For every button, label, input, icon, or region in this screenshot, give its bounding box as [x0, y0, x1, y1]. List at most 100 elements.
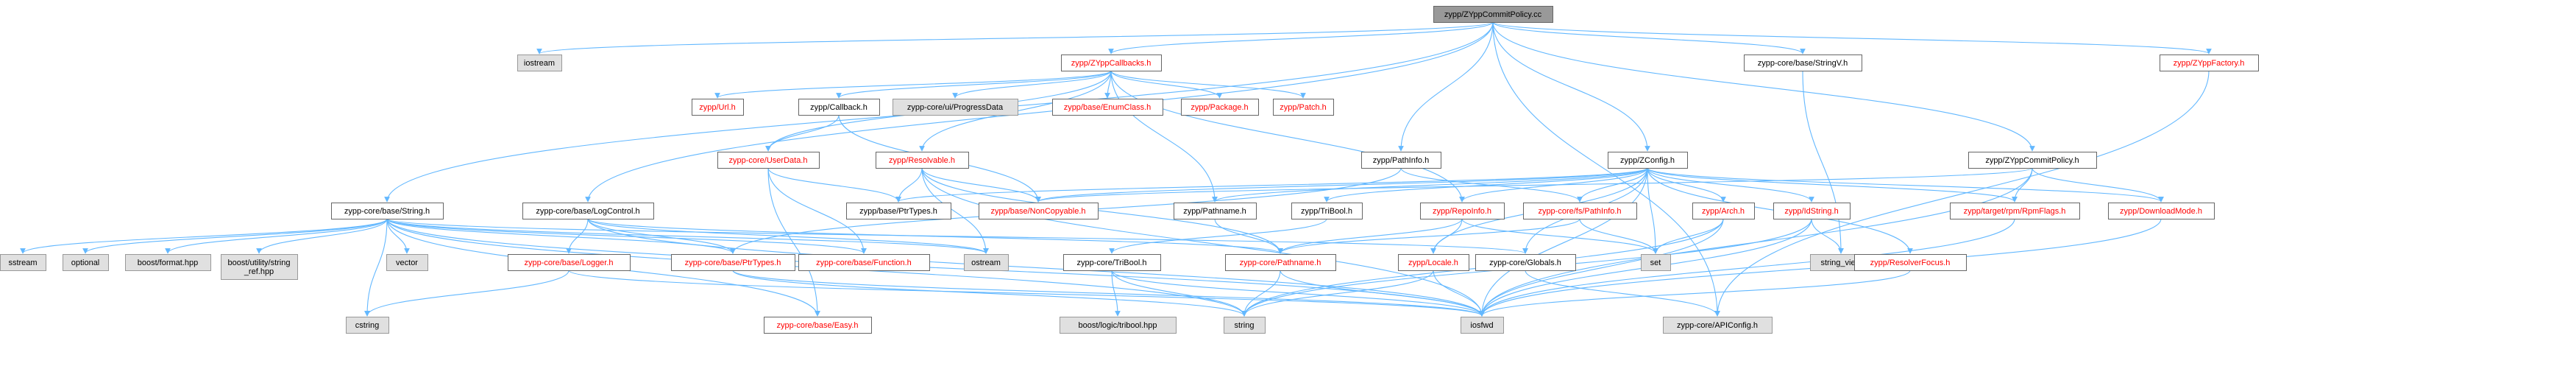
node-label: zypp/IdString.h — [1784, 207, 1838, 216]
node-function[interactable]: zypp-core/base/Function.h — [798, 254, 930, 271]
node-boosttribool: boost/logic/tribool.hpp — [1060, 317, 1177, 334]
node-label: boost/utility/string — [228, 259, 291, 267]
node-label: zypp-core/UserData.h — [729, 156, 808, 165]
node-box — [1641, 254, 1671, 271]
node-box — [1608, 152, 1688, 169]
node-idstring[interactable]: zypp/IdString.h — [1773, 203, 1851, 219]
node-label: zypp/ZConfig.h — [1620, 156, 1675, 165]
edge-stringh-to-sstream — [20, 218, 388, 254]
node-box — [1225, 254, 1336, 271]
node-box — [1361, 152, 1441, 169]
node-logger[interactable]: zypp-core/base/Logger.h — [508, 254, 631, 271]
node-logcontrol[interactable]: zypp-core/base/LogControl.h — [522, 203, 654, 219]
node-box — [764, 317, 872, 334]
node-globals[interactable]: zypp-core/Globals.h — [1475, 254, 1576, 271]
edge-root-to-factory — [1492, 21, 2212, 55]
edge-arch-to-iosfwd — [1479, 218, 1724, 317]
node-box — [1523, 203, 1637, 219]
edge-callbacks-to-pathname_b — [1110, 70, 1218, 203]
node-root[interactable]: zypp/ZYppCommitPolicy.cc — [1433, 6, 1553, 23]
node-url[interactable]: zypp/Url.h — [692, 99, 744, 116]
node-enumclass[interactable]: zypp/base/EnumClass.h — [1052, 99, 1163, 116]
node-tribool_b[interactable]: zypp/TriBool.h — [1291, 203, 1363, 219]
node-box — [63, 254, 109, 271]
node-cstring: cstring — [346, 317, 389, 334]
node-fspathinfo[interactable]: zypp-core/fs/PathInfo.h — [1523, 203, 1637, 219]
node-ptrtypes_c[interactable]: zypp-core/base/PtrTypes.h — [671, 254, 795, 271]
node-repoinfo[interactable]: zypp/RepoInfo.h — [1420, 203, 1505, 219]
node-iosfwd: iosfwd — [1461, 317, 1504, 334]
node-box — [125, 254, 211, 271]
node-box — [2108, 203, 2215, 219]
node-label: cstring — [355, 321, 379, 330]
node-label: set — [1650, 259, 1661, 267]
node-stringh[interactable]: zypp-core/base/String.h — [331, 203, 444, 219]
node-resolvable[interactable]: zypp/Resolvable.h — [876, 152, 969, 169]
node-label: iostream — [524, 59, 555, 68]
edge-zconfig-to-fspathinfo — [1577, 167, 1648, 203]
node-vector: vector — [386, 254, 428, 271]
node-label: zypp/Patch.h — [1280, 103, 1327, 112]
node-package[interactable]: zypp/Package.h — [1181, 99, 1259, 116]
node-rpmflags[interactable]: zypp/target/rpm/RpmFlags.h — [1950, 203, 2080, 219]
node-tribool_c[interactable]: zypp-core/TriBool.h — [1063, 254, 1161, 271]
edge-commitpolicyh-to-downloadmode — [2032, 167, 2164, 203]
node-box — [1744, 55, 1862, 71]
node-sstream: sstream — [0, 254, 46, 271]
edge-logcontrol-to-ostream — [587, 218, 989, 254]
node-string: string — [1224, 317, 1266, 334]
node-stringv[interactable]: zypp-core/base/StringV.h — [1744, 55, 1862, 71]
edge-root-to-stringv — [1492, 21, 1806, 55]
node-resolverfocus[interactable]: zypp/ResolverFocus.h — [1854, 254, 1967, 271]
edges-layer — [20, 21, 2212, 317]
edge-root-to-commitpolicyh — [1492, 21, 2035, 152]
node-factory[interactable]: zypp/ZYppFactory.h — [2160, 55, 2259, 71]
node-noncopyable[interactable]: zypp/base/NonCopyable.h — [979, 203, 1099, 219]
node-label: zypp/ZYppFactory.h — [2174, 59, 2245, 68]
node-box — [717, 152, 820, 169]
node-label: zypp/DownloadMode.h — [2120, 207, 2202, 216]
node-label: zypp-core/base/LogControl.h — [536, 207, 639, 216]
edge-stringh-to-boostformat — [165, 218, 388, 254]
node-box — [798, 99, 880, 116]
edge-locale-to-string — [1241, 270, 1434, 317]
node-box — [508, 254, 631, 271]
node-patch[interactable]: zypp/Patch.h — [1273, 99, 1334, 116]
node-label: zypp-core/ui/ProgressData — [907, 103, 1004, 112]
edge-repoinfo-to-set — [1461, 218, 1658, 254]
node-easy[interactable]: zypp-core/base/Easy.h — [764, 317, 872, 334]
node-ptrtypes_b[interactable]: zypp/base/PtrTypes.h — [846, 203, 951, 219]
node-downloadmode[interactable]: zypp/DownloadMode.h — [2108, 203, 2215, 219]
edge-stringh-to-cstring — [364, 218, 388, 317]
edge-stringh-to-boostutil — [256, 218, 388, 254]
node-box — [1181, 99, 1259, 116]
node-pathinfo[interactable]: zypp/PathInfo.h — [1361, 152, 1441, 169]
edge-callbacks-to-url — [714, 70, 1112, 99]
edge-repoinfo-to-pathname_c — [1277, 218, 1463, 254]
node-pathname_c[interactable]: zypp-core/Pathname.h — [1225, 254, 1336, 271]
node-boostformat: boost/format.hpp — [125, 254, 211, 271]
edge-callbacks-to-progressdata — [952, 70, 1112, 99]
node-callback[interactable]: zypp/Callback.h — [798, 99, 880, 116]
node-commitpolicyh[interactable]: zypp/ZYppCommitPolicy.h — [1968, 152, 2097, 169]
node-userdata[interactable]: zypp-core/UserData.h — [717, 152, 820, 169]
node-box — [1060, 317, 1177, 334]
node-label: string_view — [1820, 259, 1861, 267]
node-arch[interactable]: zypp/Arch.h — [1692, 203, 1755, 219]
node-callbacks[interactable]: zypp/ZYppCallbacks.h — [1061, 55, 1162, 71]
node-zconfig[interactable]: zypp/ZConfig.h — [1608, 152, 1688, 169]
edge-locale-to-iosfwd — [1433, 270, 1485, 317]
node-apiconfig: zypp-core/APIConfig.h — [1663, 317, 1773, 334]
node-label: zypp/ResolverFocus.h — [1870, 259, 1951, 267]
node-box — [1291, 203, 1363, 219]
node-pathname_b[interactable]: zypp/Pathname.h — [1174, 203, 1257, 219]
node-box — [893, 99, 1018, 116]
edge-globals-to-apiconfig — [1525, 270, 1720, 317]
node-box — [1224, 317, 1266, 334]
node-label: zypp/base/PtrTypes.h — [859, 207, 937, 216]
node-locale[interactable]: zypp/Locale.h — [1398, 254, 1469, 271]
edge-stringv-to-stringview — [1802, 70, 1844, 254]
node-label: zypp/base/NonCopyable.h — [990, 207, 1085, 216]
node-box — [1273, 99, 1334, 116]
